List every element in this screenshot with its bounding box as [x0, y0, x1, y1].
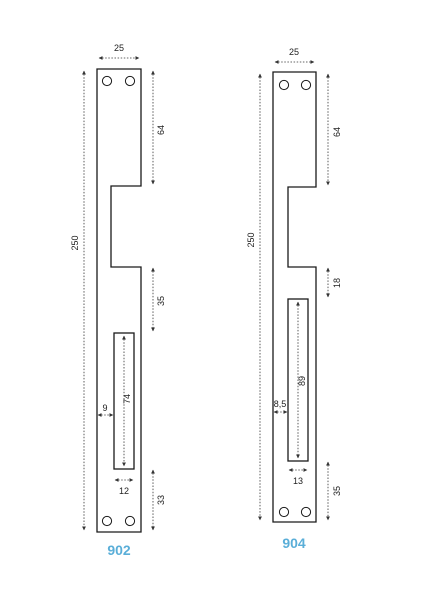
- plate-902: 25 250 64 35 74 9 12 33 902: [70, 43, 166, 558]
- mounting-hole-bottom-right: [300, 506, 312, 518]
- model-number-904: 904: [282, 535, 306, 551]
- dim-label-slot-length: 89: [297, 376, 307, 386]
- mounting-hole-top-right: [300, 79, 312, 91]
- mounting-hole-top-left: [278, 79, 290, 91]
- mounting-hole-bottom-right: [124, 515, 136, 527]
- dim-label-top-to-notch: 64: [332, 127, 342, 137]
- dim-label-slot-width: 13: [293, 476, 303, 486]
- plate-904: 25 250 64 18 89 8,5 13 35 904: [246, 47, 342, 551]
- mounting-hole-bottom-left: [278, 506, 290, 518]
- dim-label-notch-to-slot: 18: [332, 278, 342, 288]
- dim-label-overall-length: 250: [246, 232, 256, 247]
- strike-slot: [113, 332, 135, 470]
- dim-label-width: 25: [114, 43, 124, 53]
- dim-label-slot-to-bottom: 35: [332, 486, 342, 496]
- dim-label-slot-offset: 9: [102, 403, 107, 413]
- strike-slot: [287, 298, 309, 462]
- dim-label-notch-to-slot: 35: [156, 296, 166, 306]
- dim-label-slot-to-bottom: 33: [156, 495, 166, 505]
- mounting-hole-top-left: [101, 75, 113, 87]
- dim-label-slot-offset: 8,5: [274, 399, 287, 409]
- dim-label-top-to-notch: 64: [156, 125, 166, 135]
- dim-label-width: 25: [289, 47, 299, 57]
- dim-label-overall-length: 250: [70, 235, 80, 250]
- mounting-hole-bottom-left: [101, 515, 113, 527]
- plate-902-outline: [96, 68, 142, 533]
- dim-label-slot-length: 74: [122, 394, 132, 404]
- mounting-hole-top-right: [124, 75, 136, 87]
- dim-label-slot-width: 12: [119, 486, 129, 496]
- model-number-902: 902: [107, 542, 131, 558]
- plate-904-outline: [272, 71, 317, 523]
